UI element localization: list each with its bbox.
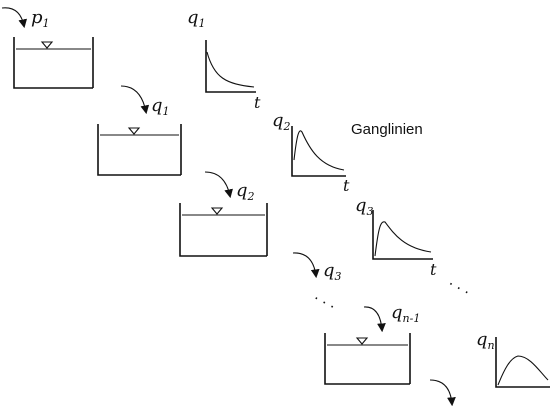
label-p1: p1 — [31, 7, 50, 30]
hydrograph-2 — [291, 126, 346, 177]
graph-axis-t-1: t — [254, 93, 261, 112]
water-level-icon — [355, 337, 369, 345]
reservoir-3 — [179, 203, 268, 257]
ellipsis-graphs: . . . — [447, 272, 475, 297]
water-level-icon — [40, 41, 54, 49]
outflow-arrow-2 — [204, 171, 233, 199]
reservoir-2 — [97, 124, 182, 176]
graph-label-q3: q3 — [355, 195, 374, 218]
outflow-arrow-n — [429, 379, 456, 407]
label-qn-1-flow: qn-1 — [391, 302, 420, 325]
inflow-arrow-n — [363, 306, 386, 333]
graph-label-q2: q2 — [272, 110, 291, 133]
outflow-arrow-1 — [120, 85, 150, 115]
graph-axis-t-2: t — [343, 176, 350, 195]
hydrograph-1 — [205, 40, 256, 93]
hydrograph-3 — [372, 210, 433, 260]
graph-axis-t-3: t — [430, 260, 437, 279]
label-q3-flow: q3 — [323, 260, 342, 283]
graph-label-q1: q1 — [187, 7, 206, 30]
graph-label-qn: qn — [476, 329, 495, 352]
reservoir-1 — [13, 37, 94, 89]
reservoir-n — [324, 333, 411, 385]
water-level-icon — [210, 207, 224, 215]
inflow-arrow-1 — [1, 7, 28, 29]
ellipsis-tanks: . . . — [312, 287, 340, 312]
label-q1-flow: q1 — [151, 95, 170, 118]
hydrograph-n — [495, 337, 550, 388]
water-level-icon — [127, 127, 141, 135]
outflow-arrow-3 — [292, 252, 320, 279]
label-q2-flow: q2 — [236, 180, 255, 203]
label-ganglinien: Ganglinien — [351, 121, 423, 138]
